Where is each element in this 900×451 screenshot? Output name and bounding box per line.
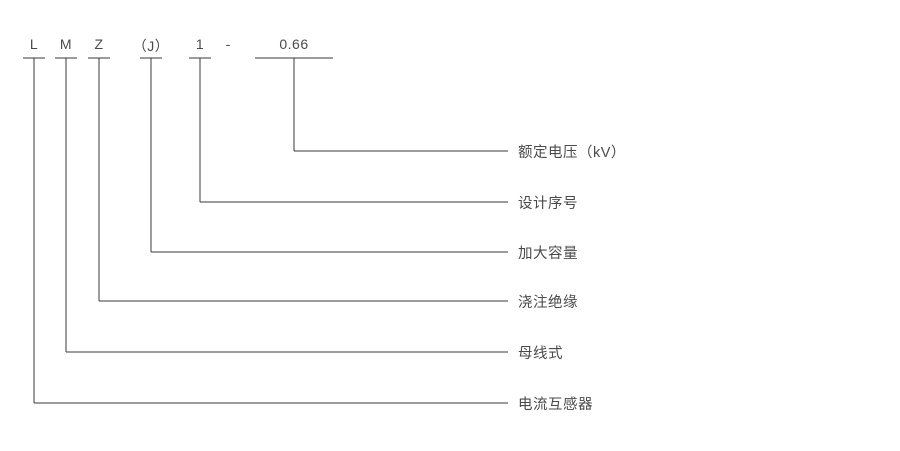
- code-char-seg-z: Z: [94, 36, 104, 52]
- code-char-seg-0-66: 0.66: [279, 36, 309, 52]
- label-leader-enlarged-capacity: 加大容量: [518, 246, 578, 262]
- code-char-seg-1: 1: [195, 36, 205, 52]
- label-leader-busbar-type: 母线式: [518, 346, 563, 362]
- label-leader-cast-insulation: 浇注绝缘: [518, 295, 578, 311]
- code-char-seg-j: （J）: [132, 38, 170, 54]
- label-leader-current-transformer: 电流互感器: [518, 397, 593, 413]
- code-char-seg-m: M: [59, 36, 73, 52]
- code-separator-dash: -: [225, 36, 231, 52]
- label-leader-design-serial: 设计序号: [518, 196, 578, 212]
- label-leader-rated-voltage: 额定电压（kV）: [518, 145, 626, 161]
- code-char-seg-l: L: [29, 36, 39, 52]
